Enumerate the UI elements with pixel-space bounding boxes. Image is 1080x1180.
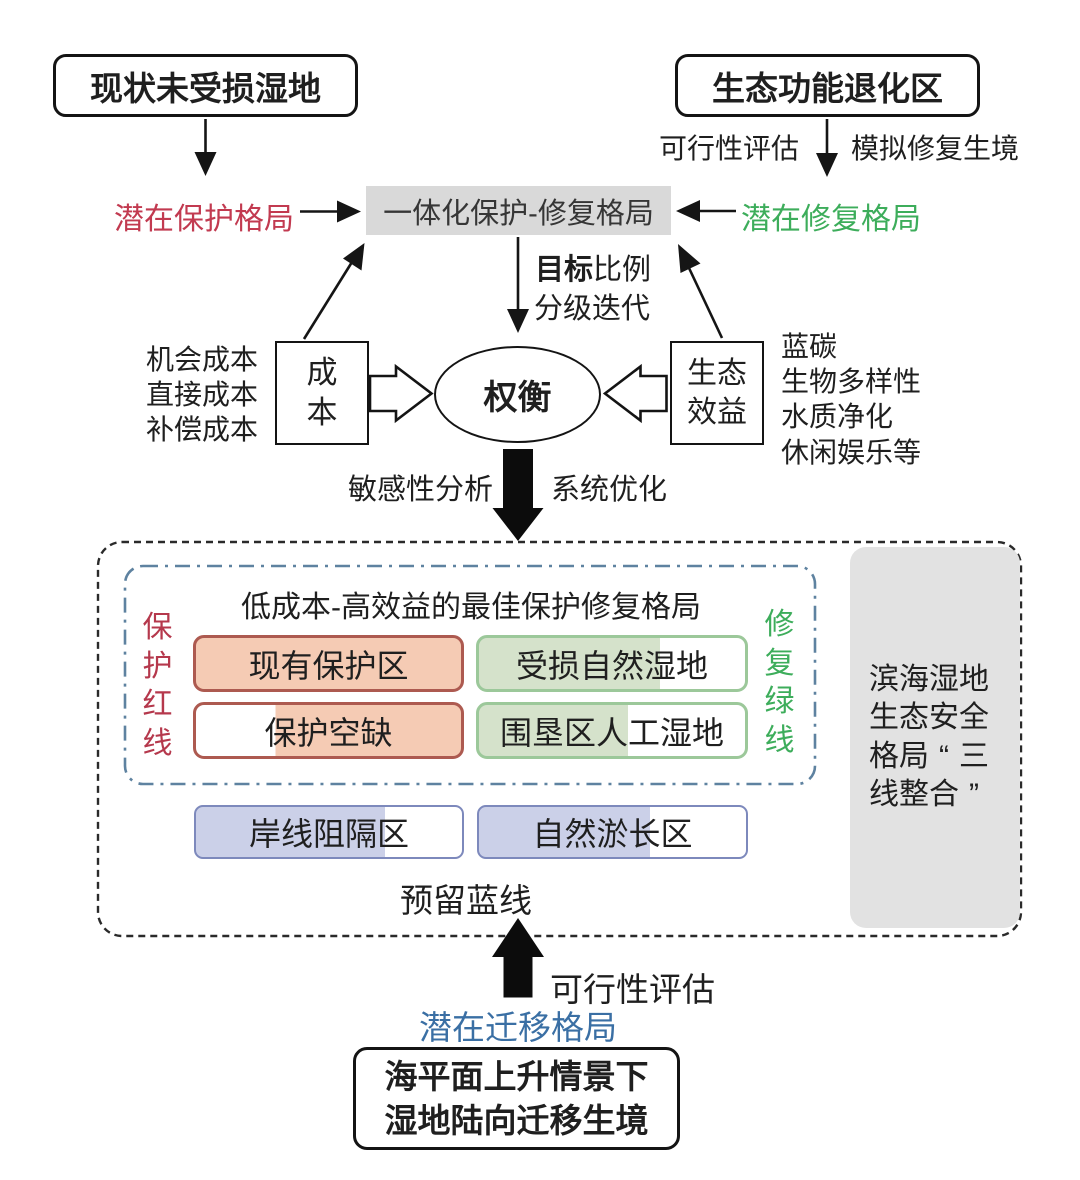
arrow-down-to-tradeoff: [507, 237, 529, 333]
cost-item: 机会成本: [145, 344, 258, 375]
box-shoreline-barrier: 岸线阻隔区: [194, 805, 464, 859]
box-integrated-pattern: 一体化保护-修复格局: [366, 186, 671, 235]
box-damaged-natural-wetland: 受损自然湿地: [476, 635, 748, 692]
box-sea-level-rise-line1: 海平面上升情景下: [384, 1057, 649, 1095]
label-restoration-greenline: 修复绿线: [764, 608, 795, 757]
outer-dashed-box: [96, 540, 1023, 938]
box-benefit-line1: 生态: [687, 357, 747, 390]
thick-arrow-down: [492, 449, 544, 541]
box-protection-gap-label: 保护空缺: [264, 714, 393, 751]
benefit-item: 水质净化: [781, 401, 894, 433]
thick-arrow-up: [492, 918, 544, 998]
box-sea-level-rise: 海平面上升情景下 湿地陆向迁移生境: [353, 1047, 680, 1150]
box-benefit: 生态 效益: [670, 341, 764, 445]
box-sea-level-rise-line2: 湿地陆向迁移生境: [384, 1101, 649, 1139]
ellipse-tradeoff-label: 权衡: [483, 379, 552, 417]
arrow-right-into-gray-box: [300, 200, 361, 223]
label-sensitivity: 敏感性分析: [348, 474, 494, 506]
box-cost-label: 成本: [306, 355, 338, 430]
box-reclaimed-constructed-wetland-label: 围垦区人工湿地: [499, 714, 724, 751]
label-benefit-items: 蓝碳 生物多样性 水质净化 休闲娱乐等: [781, 329, 921, 470]
box-integrated-pattern-label: 一体化保护-修复格局: [383, 197, 654, 230]
result-title-label: 低成本-高效益的最佳保护修复格局: [241, 591, 701, 624]
box-damaged-natural-wetland-label: 受损自然湿地: [515, 647, 708, 684]
label-simulate-habitat: 模拟修复生境: [851, 133, 1020, 164]
label-target-rest: 比例: [593, 254, 652, 286]
block-arrow-cost: [368, 363, 434, 424]
box-cost: 成本: [275, 341, 369, 445]
label-protection-redline: 保护红线: [142, 611, 173, 760]
label-feasibility-bottom: 可行性评估: [550, 971, 715, 1008]
box-intact-wetland-label: 现状未受损湿地: [90, 69, 321, 107]
cost-item: 补偿成本: [145, 414, 258, 445]
label-potential-restoration: 潜在修复格局: [741, 203, 921, 236]
ellipse-tradeoff: 权衡: [434, 346, 601, 443]
label-grading-iteration: 分级迭代: [534, 293, 651, 325]
cost-item: 直接成本: [145, 379, 258, 410]
box-natural-accretion: 自然淤长区: [477, 805, 748, 859]
block-arrow-benefit: [602, 363, 668, 424]
side-panel-line: 格局“三: [869, 739, 989, 773]
box-degraded-zone-label: 生态功能退化区: [712, 69, 943, 107]
box-degraded-zone: 生态功能退化区: [675, 54, 980, 117]
arrow-down-from-right-box: [816, 119, 838, 177]
result-title: 低成本-高效益的最佳保护修复格局: [131, 584, 811, 624]
label-potential-migration: 潜在迁移格局: [419, 1009, 617, 1046]
box-reclaimed-constructed-wetland: 围垦区人工湿地: [476, 702, 748, 759]
arrow-diagonal-left: [302, 243, 365, 340]
side-panel: 滨海湿地 生态安全 格局“三 线整合”: [850, 547, 1020, 928]
box-protection-gap: 保护空缺: [193, 702, 464, 759]
label-target-bold: 目标: [535, 254, 594, 286]
benefit-item: 蓝碳: [781, 331, 838, 362]
arrow-left-into-gray-box: [676, 200, 736, 222]
arrow-diagonal-right: [678, 244, 724, 339]
benefit-item: 休闲娱乐等: [781, 436, 922, 468]
box-existing-reserve: 现有保护区: [193, 635, 464, 692]
arrow-down-from-left-box: [194, 119, 217, 176]
label-system-optimization: 系统优化: [551, 474, 668, 506]
label-potential-protection: 潜在保护格局: [114, 203, 294, 236]
side-panel-line: 滨海湿地: [869, 662, 989, 696]
label-feasibility-top: 可行性评估: [659, 133, 800, 164]
box-benefit-line2: 效益: [687, 396, 747, 429]
box-natural-accretion-label: 自然淤长区: [532, 816, 693, 852]
side-panel-line: 生态安全: [869, 701, 989, 734]
inner-dashed-box: [123, 564, 817, 786]
label-reserved-blue-line: 预留蓝线: [400, 882, 532, 919]
box-intact-wetland: 现状未受损湿地: [53, 54, 358, 117]
label-target-ratio: 目标比例: [535, 246, 651, 288]
side-panel-text: 滨海湿地 生态安全 格局“三 线整合”: [850, 661, 989, 815]
box-shoreline-barrier-label: 岸线阻隔区: [248, 816, 409, 852]
box-existing-reserve-label: 现有保护区: [248, 647, 409, 684]
side-panel-line: 线整合”: [869, 778, 979, 811]
label-cost-items: 机会成本 直接成本 补偿成本: [128, 342, 258, 447]
benefit-item: 生物多样性: [781, 366, 922, 398]
